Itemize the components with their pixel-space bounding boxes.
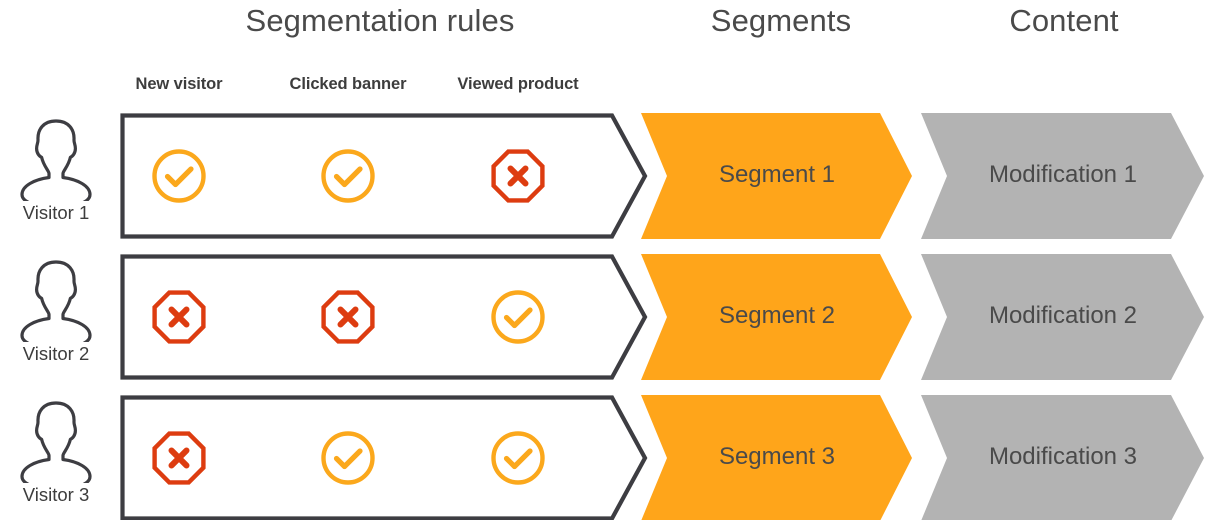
cross-octagon-icon: [321, 290, 375, 344]
user-avatar-icon: [20, 119, 92, 201]
content-arrow-shape: [921, 254, 1204, 380]
cross-octagon-icon: [152, 431, 206, 485]
content-arrow-shape: [921, 113, 1204, 239]
check-circle-icon: [491, 290, 545, 344]
content-label: Modification 1: [988, 161, 1138, 188]
segment-arrow-shape: [641, 395, 912, 520]
cross-octagon-icon: [491, 149, 545, 203]
visitor-block: Visitor 2: [0, 256, 112, 365]
check-circle-icon: [321, 431, 375, 485]
rule-column-header-clicked-banner: Clicked banner: [289, 75, 407, 93]
section-title-content: Content: [1009, 3, 1119, 38]
check-circle-icon: [491, 431, 545, 485]
visitor-block: Visitor 1: [0, 115, 112, 224]
content-arrow-shape: [921, 395, 1204, 520]
check-circle-icon: [152, 149, 206, 203]
rules-arrow-shape: [120, 395, 648, 520]
segment-arrow-shape: [641, 113, 912, 239]
rules-arrow-shape: [120, 113, 648, 239]
visitor-label: Visitor 3: [22, 484, 90, 505]
visitor-label: Visitor 2: [22, 343, 90, 364]
rule-column-header-new-visitor: New visitor: [135, 75, 223, 93]
user-avatar-icon: [20, 401, 92, 483]
check-circle-icon: [321, 149, 375, 203]
visitor-block: Visitor 3: [0, 397, 112, 506]
rule-column-header-viewed-product: Viewed product: [457, 75, 579, 93]
visitor-row: Visitor 2 Segment 2 Modification 2: [0, 254, 1206, 380]
visitor-label: Visitor 1: [22, 202, 90, 223]
user-avatar-icon: [20, 260, 92, 342]
cross-octagon-icon: [152, 290, 206, 344]
visitor-row: Visitor 3 Segment 3 Modification 3: [0, 395, 1206, 520]
visitor-row: Visitor 1 Segment 1 Modification 1: [0, 113, 1206, 239]
content-label: Modification 2: [988, 302, 1138, 329]
segment-arrow-shape: [641, 254, 912, 380]
section-title-segments: Segments: [710, 3, 852, 38]
section-title-segmentation-rules: Segmentation rules: [245, 3, 515, 38]
segment-label: Segment 2: [718, 302, 836, 329]
rules-arrow-shape: [120, 254, 648, 380]
content-label: Modification 3: [988, 443, 1138, 470]
segment-label: Segment 1: [718, 161, 836, 188]
segment-label: Segment 3: [718, 443, 836, 470]
